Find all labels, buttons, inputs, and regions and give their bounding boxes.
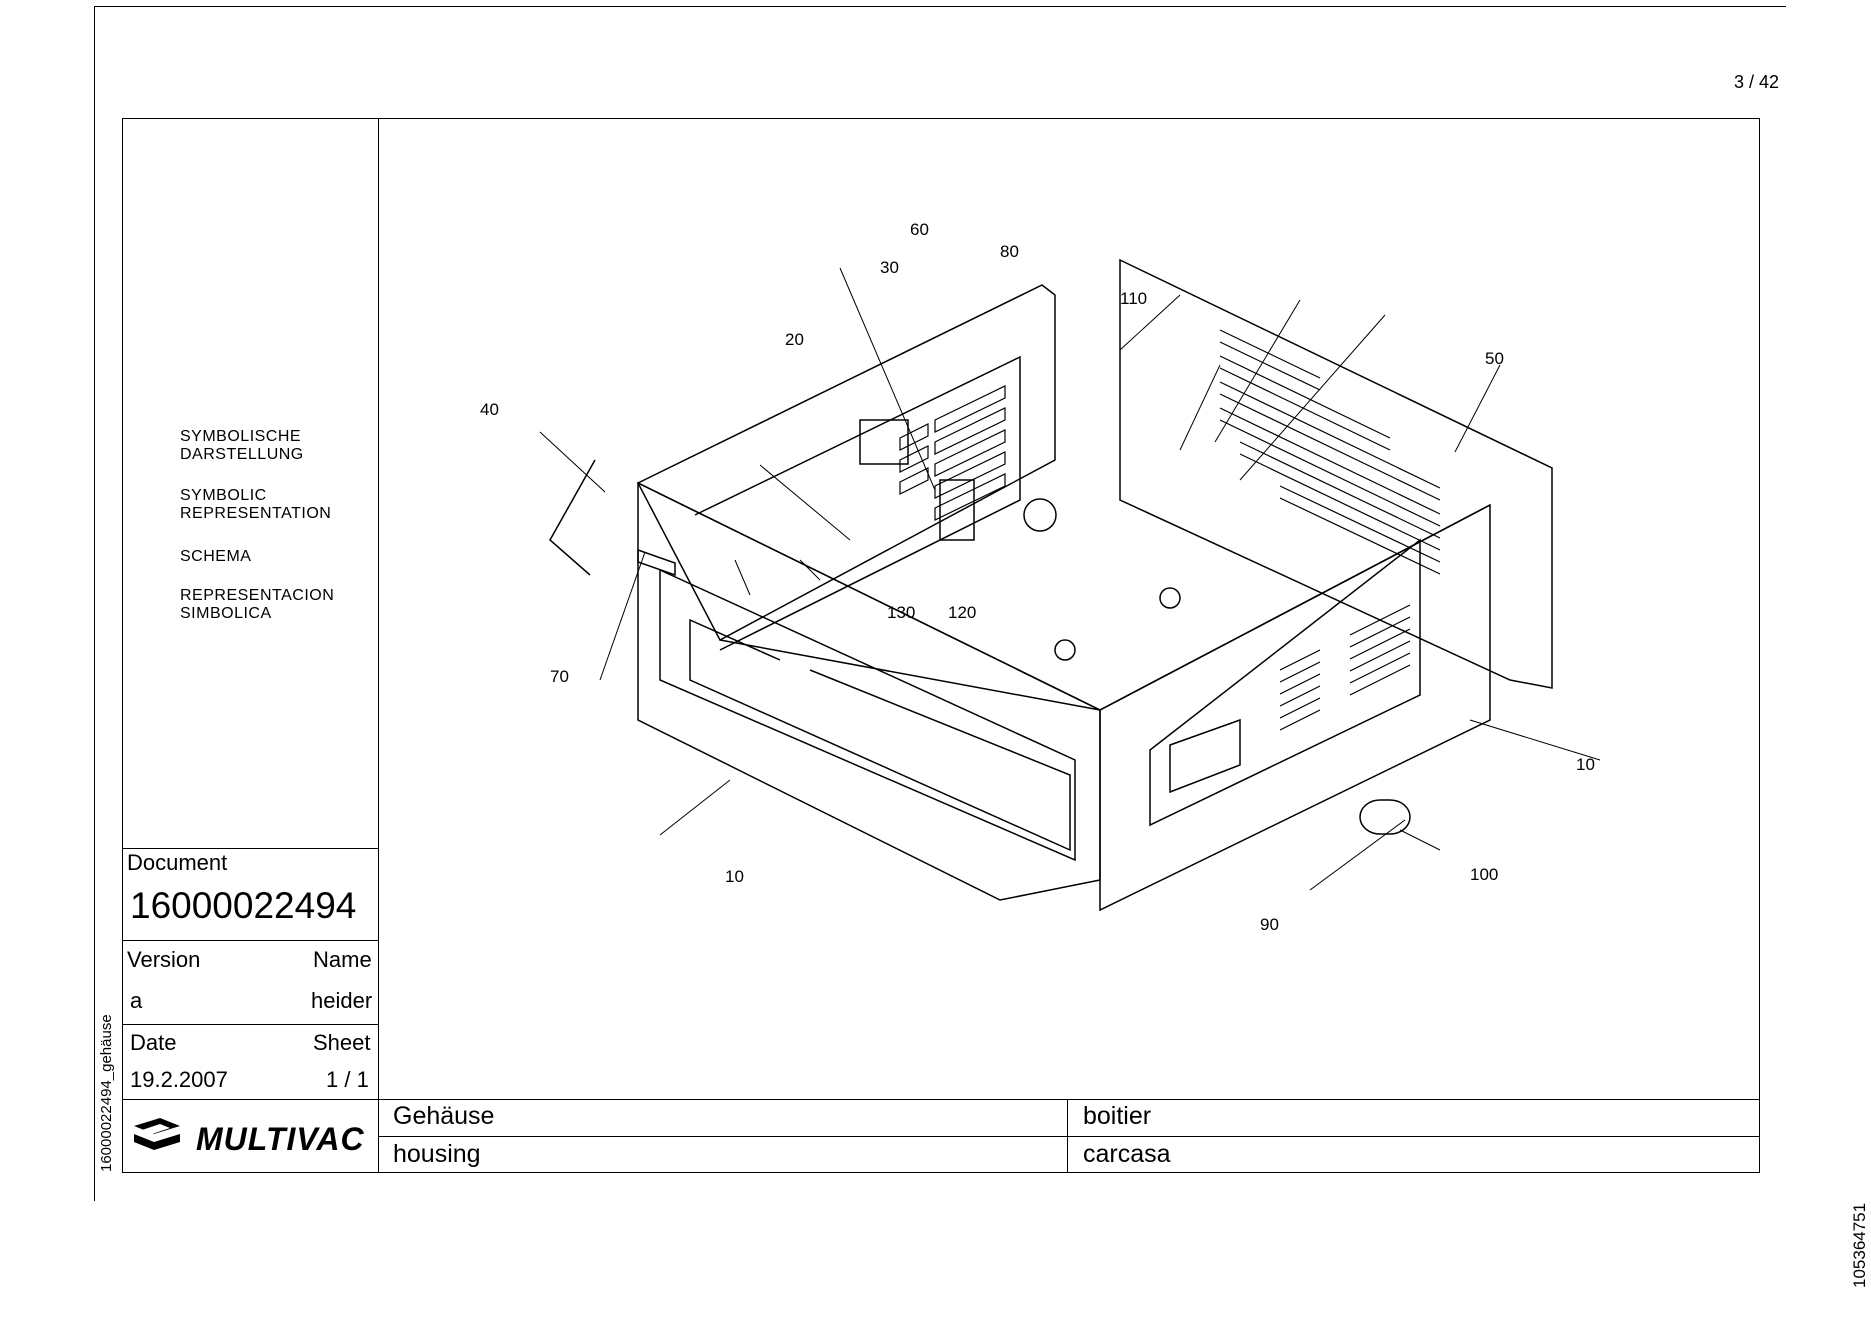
leader-lines	[539, 267, 1601, 891]
plate-slots	[1219, 329, 1441, 575]
date-label: Date	[130, 1030, 177, 1055]
title-row-middle-line	[378, 1136, 1760, 1137]
frame-top-border	[94, 6, 1786, 7]
callout-130: 130	[887, 603, 915, 622]
symbolic-fr-line1: SCHEMA	[180, 548, 252, 565]
title-row-top-line	[122, 1099, 1760, 1100]
document-label: Document	[127, 850, 228, 875]
symbolic-es-line1: REPRESENTACION	[180, 587, 335, 604]
back-left-wall	[636, 284, 1056, 642]
title-col-divider	[1067, 1099, 1068, 1173]
callout-70: 70	[550, 667, 569, 686]
symbolic-en-line2: REPRESENTATION	[180, 505, 332, 522]
doc-block-top-line	[122, 848, 378, 849]
callout-90: 80	[1000, 242, 1019, 261]
version-value: a	[130, 988, 143, 1013]
title-fr: boitier	[1083, 1102, 1152, 1130]
gauge	[1023, 498, 1057, 532]
page-number: 3 / 42	[1733, 72, 1779, 92]
front-right-panel	[1099, 503, 1491, 912]
symbolic-de-line1: SYMBOLISCHE	[180, 428, 302, 445]
symbolic-es: REPRESENTACION SIMBOLICA	[180, 587, 334, 623]
frame-left-border	[94, 6, 95, 1201]
front-left-panel	[637, 481, 1101, 901]
callout-labels: 60 80 30 110 20 50 40 120 130 70 10 10 1…	[480, 220, 1595, 934]
bracket	[637, 548, 676, 577]
title-de: Gehäuse	[393, 1102, 495, 1130]
document-number: 16000022494	[130, 885, 357, 926]
display-window	[1169, 718, 1241, 794]
symbolic-fr: SCHEMA	[180, 548, 251, 566]
callout-30: 30	[880, 258, 899, 277]
floor-edge	[719, 639, 1101, 711]
callout-80: 90	[1260, 915, 1279, 934]
callout-10-front: 10	[725, 867, 744, 886]
side-reference: 105364751	[1850, 1202, 1869, 1288]
callout-10-right: 10	[1576, 755, 1595, 774]
symbolic-en-line1: SYMBOLIC	[180, 487, 267, 504]
callout-100: 100	[1470, 865, 1498, 884]
file-reference: 16000022494_gehäuse	[98, 1014, 115, 1172]
sheet-label: Sheet	[313, 1030, 371, 1055]
version-label: Version	[127, 947, 201, 972]
front-window-inner	[689, 618, 1071, 852]
name-label: Name	[313, 947, 372, 972]
front-window	[659, 568, 1076, 862]
sheet-value: 1 / 1	[326, 1067, 369, 1092]
callout-50: 50	[1485, 349, 1504, 368]
name-value: heider	[311, 988, 373, 1013]
column-divider	[378, 118, 379, 1173]
inner-panel	[694, 355, 1021, 651]
date-block-top-line	[122, 1024, 378, 1025]
drawing-frame	[122, 118, 1760, 1173]
right-panel-slots	[1279, 604, 1411, 731]
base-floor	[637, 482, 1491, 711]
floor-fitting-1	[1159, 587, 1181, 609]
title-en: housing	[393, 1140, 481, 1168]
version-block-top-line	[122, 940, 378, 941]
symbolic-de-line2: DARSTELLUNG	[180, 446, 304, 463]
date-value: 19.2.2007	[130, 1067, 228, 1092]
callout-110: 110	[1120, 289, 1147, 308]
callout-40: 40	[480, 400, 499, 419]
title-es: carcasa	[1083, 1140, 1171, 1168]
callout-60: 60	[910, 220, 929, 239]
foot	[1359, 799, 1411, 835]
back-wall-slots	[899, 385, 1006, 521]
back-plate	[1119, 258, 1553, 689]
logo-text: MULTIVAC	[196, 1121, 365, 1157]
right-panel-border	[1149, 538, 1421, 827]
multivac-logo: MULTIVAC	[130, 1112, 370, 1160]
callout-120: 120	[948, 603, 976, 622]
floor-fitting-2	[1054, 639, 1076, 661]
callout-20: 20	[785, 330, 804, 349]
symbolic-en: SYMBOLIC REPRESENTATION	[180, 487, 331, 523]
pressure-regulator	[939, 479, 975, 541]
handle	[549, 459, 596, 576]
solenoid-valve	[859, 419, 909, 465]
symbolic-de: SYMBOLISCHE DARSTELLUNG	[180, 428, 304, 464]
symbolic-es-line2: SIMBOLICA	[180, 605, 272, 622]
housing-drawing: 60 80 30 110 20 50 40 120 130 70 10 10 1…	[480, 220, 1601, 934]
